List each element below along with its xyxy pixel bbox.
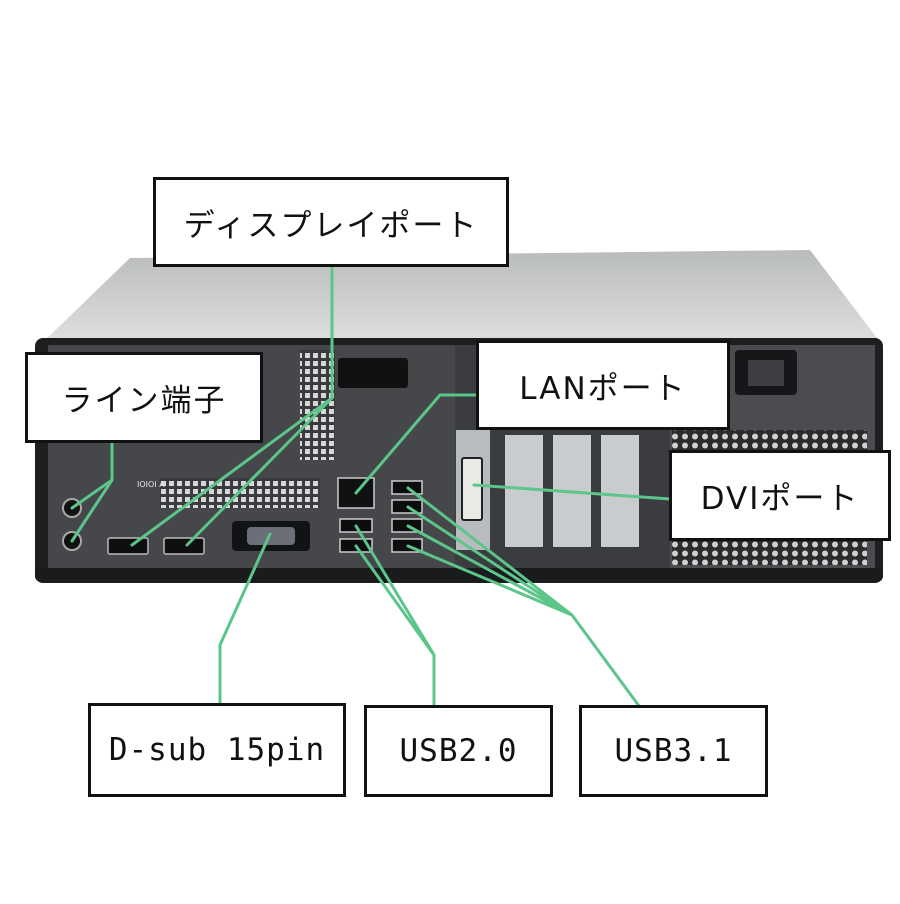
dvi-connector — [461, 457, 483, 521]
leader-line-usb3 — [406, 486, 644, 712]
label-display-port: ディスプレイポート — [153, 177, 509, 267]
leader-line-dsub — [218, 532, 272, 712]
label-dvi-port: DVIポート — [669, 450, 891, 541]
slot-cover-3 — [601, 435, 639, 547]
audio-port-label: IOIOI A — [137, 480, 165, 489]
leader-line-displayport-2 — [185, 396, 334, 547]
leader-line-line-terminal-2 — [70, 478, 114, 543]
label-usb2: USB2.0 — [364, 705, 553, 797]
slot-cover-1 — [505, 435, 543, 547]
chassis-bottom-lip — [35, 568, 883, 582]
vga-connector-pins — [247, 527, 295, 545]
label-line-terminal: ライン端子 — [25, 352, 263, 443]
power-inlet-socket — [748, 360, 784, 386]
label-usb3: USB3.1 — [579, 705, 768, 797]
label-dsub: D-sub 15pin — [88, 703, 346, 797]
leader-line-dvi — [472, 483, 672, 501]
chassis-top — [40, 250, 880, 345]
displayport-connector-1 — [107, 537, 149, 555]
leader-line-lan — [354, 393, 480, 495]
label-lan-port: LANポート — [476, 340, 730, 430]
leader-line-usb2 — [354, 524, 436, 712]
chassis-latch — [338, 358, 408, 388]
displayport-connector-2 — [163, 537, 205, 555]
leader-lines — [70, 260, 672, 712]
vent-grille-left — [300, 350, 335, 460]
